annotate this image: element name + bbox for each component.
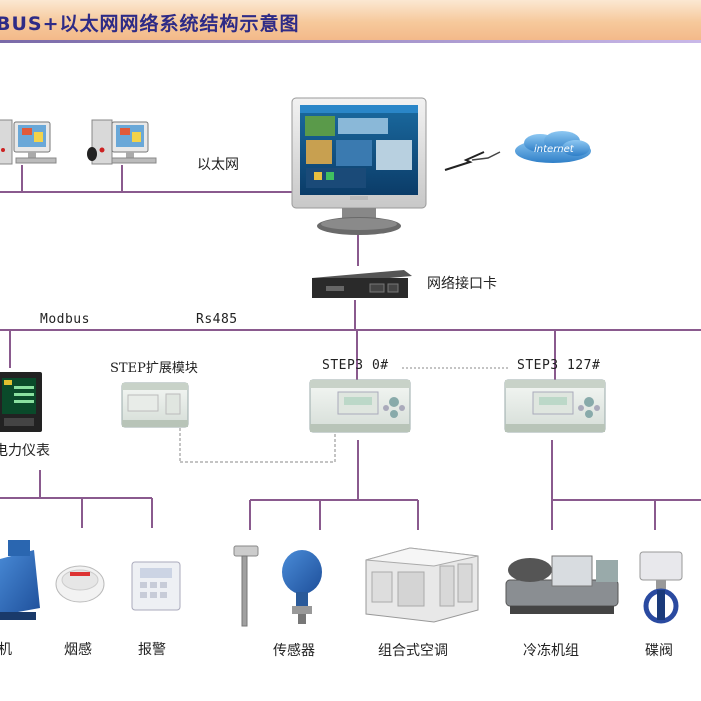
step3-0-label: STEP3 0# bbox=[322, 358, 389, 373]
dashed-links bbox=[179, 367, 510, 463]
step3-0-controller-icon bbox=[309, 379, 411, 433]
network-card-icon bbox=[312, 270, 412, 298]
diagram-title: BUS+以太网网络系统结构示意图 bbox=[0, 13, 300, 35]
title-banner-rule bbox=[0, 40, 701, 43]
butterfly-valve-icon bbox=[639, 551, 683, 624]
alarm-label: 报警 bbox=[138, 642, 166, 658]
smoke-label: 烟感 bbox=[64, 642, 92, 658]
ahu-label: 组合式空调 bbox=[378, 643, 448, 659]
internet-label: internet bbox=[534, 144, 574, 155]
wireless-link-icon bbox=[444, 151, 501, 171]
sensor-label: 传感器 bbox=[273, 643, 315, 659]
ethernet-label: 以太网 bbox=[197, 157, 239, 173]
step-ext-label: STEP扩展模块 bbox=[110, 361, 198, 376]
step3-127-controller-icon bbox=[504, 379, 606, 433]
monitor-icon bbox=[291, 97, 427, 235]
power-meter-icon bbox=[0, 372, 42, 432]
network-card-label: 网络接口卡 bbox=[427, 276, 497, 292]
valve-label: 碟阀 bbox=[645, 643, 673, 659]
step-ext-module-icon bbox=[121, 382, 189, 428]
pc-icon bbox=[87, 119, 157, 165]
title-banner bbox=[0, 0, 701, 40]
smoke-detector-icon bbox=[55, 565, 105, 603]
step3-127-label: STEP3 127# bbox=[517, 358, 601, 373]
fan-label: 机 bbox=[0, 642, 12, 658]
pc-icon bbox=[0, 119, 57, 165]
modbus-label: Modbus bbox=[40, 312, 90, 327]
ahu-icon bbox=[365, 547, 479, 623]
power-meter-label: 电力仪表 bbox=[0, 443, 50, 459]
chiller-label: 冷冻机组 bbox=[523, 643, 579, 659]
fan-icon bbox=[0, 540, 40, 620]
pressure-sensor-icon bbox=[282, 550, 322, 624]
duct-sensor-icon bbox=[233, 545, 259, 627]
internet-cloud-icon bbox=[515, 131, 591, 163]
rs485-label: Rs485 bbox=[196, 312, 238, 327]
chiller-icon bbox=[505, 555, 619, 614]
connection-lines bbox=[0, 165, 701, 530]
alarm-panel-icon bbox=[131, 561, 181, 611]
